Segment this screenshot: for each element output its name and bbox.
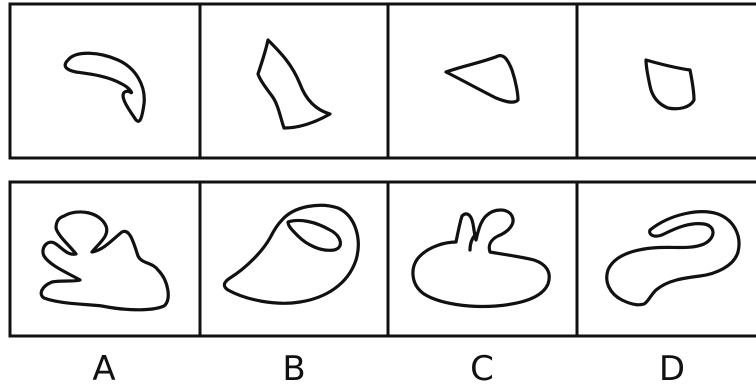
option-c-shape[interactable]	[413, 210, 549, 307]
option-label-c[interactable]: C	[470, 349, 494, 387]
option-label-b[interactable]: B	[282, 349, 305, 387]
option-d-shape[interactable]	[607, 212, 739, 305]
top-cell-4-shape	[646, 60, 694, 109]
option-a-shape[interactable]	[41, 212, 168, 310]
bottom-row	[10, 182, 756, 336]
bottom-row-frame	[10, 182, 756, 336]
top-row	[10, 4, 756, 158]
option-b-inner-loop	[288, 220, 340, 250]
top-cell-2-shape	[258, 40, 330, 128]
top-cell-3-shape	[446, 56, 518, 103]
option-label-d[interactable]: D	[659, 349, 685, 387]
option-c-sprout-stem	[470, 234, 476, 250]
option-label-a[interactable]: A	[92, 349, 115, 387]
option-labels: A B C D	[92, 349, 685, 387]
top-cell-1-shape	[65, 53, 144, 121]
top-row-frame	[10, 4, 756, 158]
